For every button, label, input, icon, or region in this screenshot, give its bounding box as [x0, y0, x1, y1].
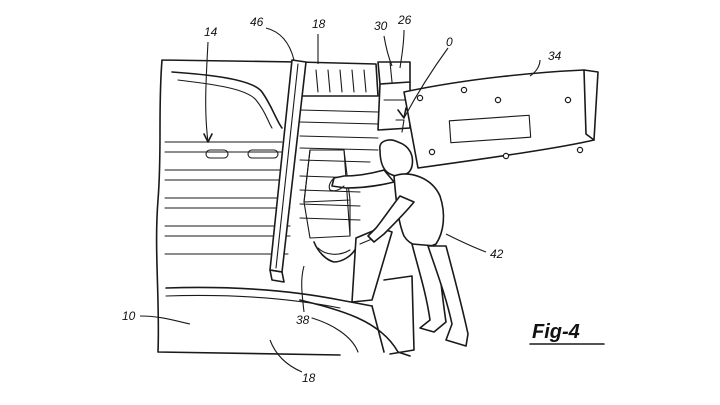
bed-rib-panel: [297, 61, 379, 221]
lower-door: [351, 227, 415, 355]
numeral-10: 10: [122, 309, 136, 323]
numeral-14: 14: [204, 25, 218, 39]
numeral-26: 26: [397, 13, 412, 27]
numeral-42: 42: [490, 247, 504, 261]
numeral-0: 0: [446, 35, 453, 49]
compartment-lid: [403, 69, 599, 169]
storage-bin: [303, 149, 357, 263]
reference-numerals: 14 46 18 30 26 0 34 42 38 10 18: [122, 13, 562, 385]
numeral-18-top: 18: [312, 17, 326, 31]
numeral-46: 46: [250, 15, 264, 29]
numeral-30: 30: [374, 19, 388, 33]
leader-lines: [139, 27, 541, 373]
numeral-18-bottom: 18: [302, 371, 316, 385]
divider-panel: [269, 59, 307, 283]
person-figure: [328, 139, 469, 347]
figure-label: Fig-4: [532, 321, 580, 343]
truck-bed: [155, 59, 411, 357]
numeral-38: 38: [296, 313, 310, 327]
numeral-34: 34: [548, 49, 562, 63]
